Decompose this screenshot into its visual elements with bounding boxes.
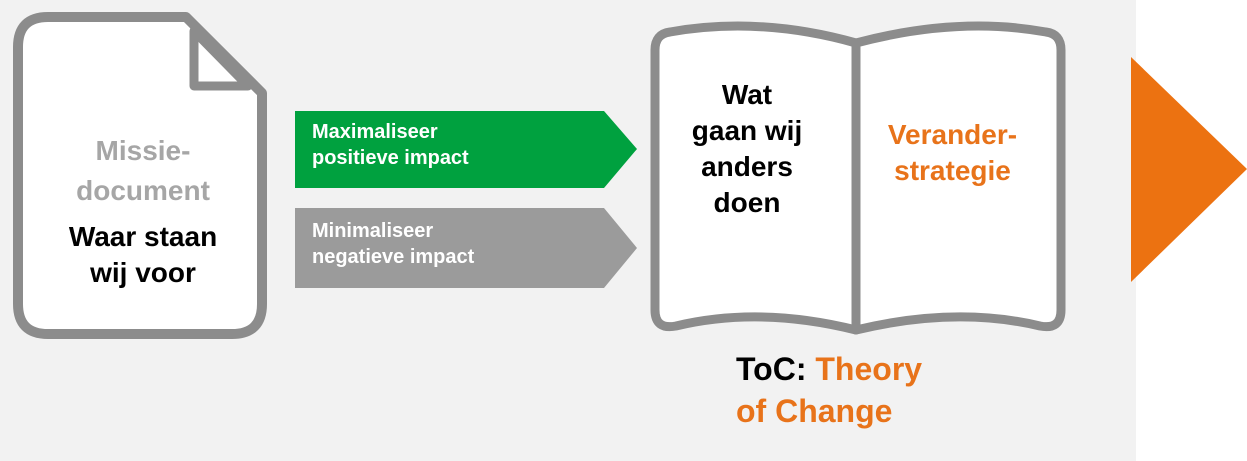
toc-caption: ToC: Theory of Change	[736, 348, 1036, 432]
negative-impact-label-line: negatieve impact	[312, 246, 475, 268]
mission-document-title-line: Missie-	[95, 135, 191, 166]
toc-caption-value-line: Theory	[815, 351, 923, 387]
book-left-page-line: Wat	[721, 79, 773, 110]
mission-document-title: Missie- document	[28, 131, 258, 211]
mission-document-subtitle-line: wij voor	[90, 257, 196, 288]
positive-impact-label-line: Maximaliseer	[312, 121, 438, 143]
book-right-page-text: Verander- strategie	[860, 117, 1045, 189]
negative-impact-label: Minimaliseer negatieve impact	[312, 218, 602, 270]
negative-impact-arrow	[295, 208, 637, 288]
toc-caption-value-line: of Change	[736, 393, 893, 429]
next-arrow-icon	[1131, 57, 1247, 282]
mission-document-title-line: document	[76, 175, 210, 206]
book-left-page	[650, 21, 861, 335]
mission-document-subtitle-line: Waar staan	[68, 221, 218, 252]
book-left-page-line: doen	[713, 187, 781, 218]
positive-impact-label: Maximaliseer positieve impact	[312, 119, 602, 171]
positive-impact-arrow	[295, 111, 637, 188]
book-left-page-text: Wat gaan wij anders doen	[672, 77, 822, 221]
positive-impact-label-line: positieve impact	[312, 147, 469, 169]
open-book-icon	[650, 21, 1066, 335]
book-left-page-line: anders	[701, 151, 793, 182]
book-right-page-line: strategie	[894, 155, 1011, 186]
book-right-page	[851, 21, 1066, 335]
folded-corner-icon	[189, 26, 253, 91]
negative-impact-label-line: Minimaliseer	[312, 220, 434, 242]
mission-document-subtitle: Waar staan wij voor	[28, 219, 258, 291]
book-left-page-line: gaan wij	[691, 115, 803, 146]
mission-document-shape	[13, 12, 267, 339]
book-right-page-line: Verander-	[887, 119, 1018, 150]
toc-caption-key: ToC:	[736, 351, 807, 387]
